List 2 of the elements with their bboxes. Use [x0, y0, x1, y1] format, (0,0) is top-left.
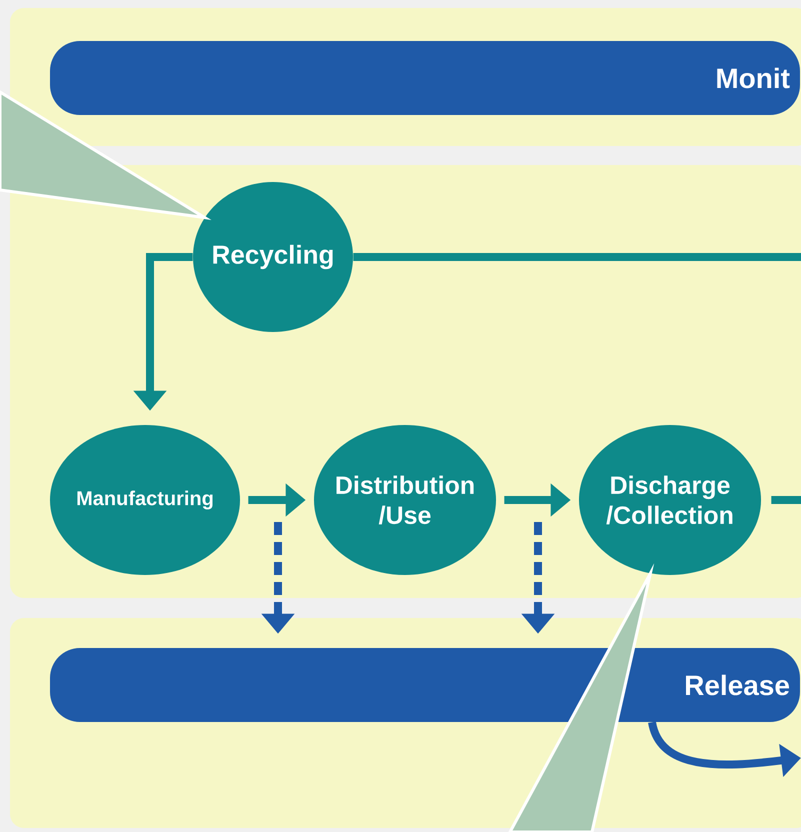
banner-bar: Monit [50, 41, 800, 115]
banner-bar: Release [50, 648, 800, 722]
